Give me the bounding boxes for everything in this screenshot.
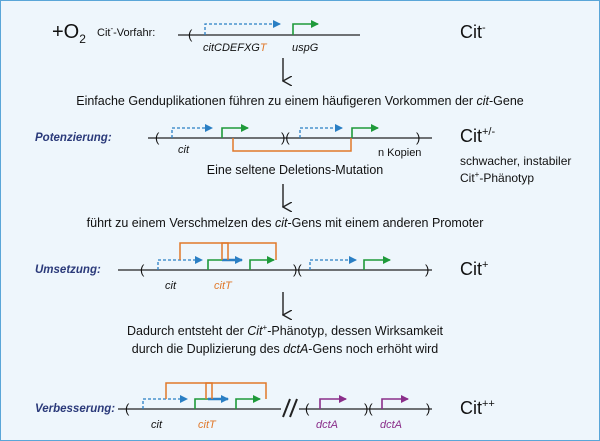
ancestor-superscript: - bbox=[110, 24, 113, 33]
refinement-break-3: )( bbox=[364, 401, 373, 416]
cit-promoter-arrow-2 bbox=[299, 124, 343, 138]
refinement-break-4: ) bbox=[426, 401, 430, 416]
phenotype-desc-suffix: -Phänotyp bbox=[479, 171, 534, 185]
actualization-cit-arrow bbox=[157, 256, 203, 270]
refinement-citT-label: citT bbox=[198, 419, 217, 431]
svg-text:Cit+: Cit+ bbox=[460, 259, 488, 279]
refinement-cit-arrow bbox=[142, 395, 188, 409]
step2-caption: führt zu einem Verschmelzen des cit-Gens… bbox=[87, 216, 484, 230]
dctA-label-2: dctA bbox=[380, 419, 402, 431]
refinement-bracket-right bbox=[205, 382, 267, 399]
phenotype-desc-sup: + bbox=[475, 170, 480, 179]
ancestor-suffix: -Vorfahr: bbox=[113, 27, 155, 39]
ancestor-break-left: ( bbox=[188, 27, 193, 42]
refinement-phenotype: Cit bbox=[460, 398, 482, 418]
potentiation-phenotype-sup: +/- bbox=[482, 126, 495, 138]
refinement-break-1: ( bbox=[125, 401, 130, 416]
svg-text:citCDEFXGT: citCDEFXGT bbox=[203, 42, 268, 54]
potentiation-phenotype: Cit bbox=[460, 126, 482, 146]
refinement-break-2: ( bbox=[305, 401, 310, 416]
chromosome-gap-slash-1 bbox=[282, 398, 291, 418]
oxygen-label: +O bbox=[52, 21, 79, 43]
actualization-break-3: ) bbox=[425, 262, 429, 277]
refinement-cit-label: cit bbox=[151, 419, 163, 431]
uspg-gene-label: uspG bbox=[292, 42, 319, 54]
phenotype-desc-line1: schwacher, instabiler bbox=[460, 154, 571, 168]
step3-caption-line1: Dadurch entsteht der Cit+-Phänotyp, dess… bbox=[127, 323, 443, 338]
potentiation-stage-label: Potenzierung: bbox=[35, 132, 112, 144]
actualization-phenotype-sup: + bbox=[482, 259, 488, 271]
ancestor-phenotype: Cit bbox=[460, 22, 482, 42]
uspg-promoter-arrow bbox=[292, 20, 319, 35]
refinement-green-arrow bbox=[235, 395, 261, 409]
fused-promoter-stub bbox=[207, 259, 222, 270]
ancestor-phenotype-sup: - bbox=[482, 22, 486, 34]
actualization-stage-label: Umsetzung: bbox=[35, 264, 101, 276]
svg-text:Cit++: Cit++ bbox=[460, 398, 495, 418]
actualization-phenotype: Cit bbox=[460, 259, 482, 279]
potentiation-row: Potenzierung: ( )( ) cit n Kopien Eine s… bbox=[35, 124, 571, 185]
cit-promoter-arrow-1 bbox=[171, 124, 213, 138]
ancestor-prefix: Cit bbox=[97, 27, 110, 39]
ancestor-row: +O2 Cit--Vorfahr: ( citCDEFXGT uspG Cit- bbox=[52, 20, 486, 54]
refinement-phenotype-sup: ++ bbox=[482, 398, 495, 410]
step3-caption-line2: durch die Duplizierung des dctA-Gens noc… bbox=[132, 342, 438, 356]
green-promoter-arrow-1 bbox=[221, 124, 249, 138]
deletion-caption: Eine seltene Deletions-Mutation bbox=[207, 163, 384, 177]
potentiation-break-3: ) bbox=[416, 130, 420, 145]
actualization-green-arrow bbox=[249, 256, 275, 270]
dctA-label-1: dctA bbox=[316, 419, 338, 431]
actualization-break-1: ( bbox=[140, 262, 145, 277]
svg-text:Cit--Vorfahr:: Cit--Vorfahr: bbox=[97, 24, 155, 39]
actualization-cit-label: cit bbox=[165, 280, 177, 292]
dctA-arrow-2 bbox=[381, 395, 409, 409]
actualization-citT-label: citT bbox=[214, 280, 233, 292]
actualization-break-2: )( bbox=[293, 262, 302, 277]
svg-text:+O2: +O2 bbox=[52, 21, 86, 46]
refinement-fused-stub bbox=[194, 398, 208, 409]
refinement-bracket-left bbox=[165, 382, 213, 399]
actualization-row: Umsetzung: ( )( ) cit citT Cit+ bbox=[35, 242, 488, 292]
cit-gene-cluster-label: citCDEFXG bbox=[203, 42, 260, 54]
cit-operon-promoter-arrow bbox=[204, 20, 281, 35]
potentiation-cit-label: cit bbox=[178, 144, 190, 156]
step1-caption: Einfache Genduplikationen führen zu eine… bbox=[76, 94, 524, 108]
fusion-bracket-right bbox=[221, 242, 277, 260]
citT-gene-letter: T bbox=[260, 42, 268, 54]
svg-text:Cit-: Cit- bbox=[460, 22, 486, 42]
chromosome-gap-slash-2 bbox=[289, 398, 298, 418]
phenotype-desc-cit: Cit bbox=[460, 171, 475, 185]
potentiation-break-1: ( bbox=[155, 130, 160, 145]
oxygen-subscript: 2 bbox=[79, 32, 86, 46]
refinement-row: Verbesserung: ( ( )( ) cit citT dctA dct… bbox=[35, 382, 495, 431]
deletion-bracket bbox=[232, 138, 352, 152]
actualization-cit-arrow-2 bbox=[309, 256, 357, 270]
refinement-stage-label: Verbesserung: bbox=[35, 403, 115, 415]
fusion-bracket-left bbox=[179, 242, 229, 260]
copy-number-label: n Kopien bbox=[378, 147, 421, 159]
actualization-green-arrow-2 bbox=[363, 256, 391, 270]
svg-text:Cit+/-: Cit+/- bbox=[460, 126, 495, 146]
green-promoter-arrow-2 bbox=[351, 124, 379, 138]
dctA-arrow-1 bbox=[319, 395, 347, 409]
potentiation-break-2: )( bbox=[281, 130, 290, 145]
svg-text:Cit+-Phänotyp: Cit+-Phänotyp bbox=[460, 170, 534, 185]
